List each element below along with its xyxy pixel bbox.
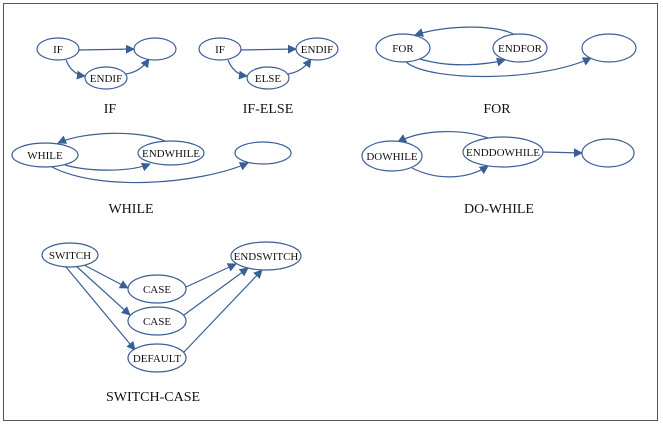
node-label-if_if: IF xyxy=(53,44,63,56)
group-for: FOR ENDFOR FOR xyxy=(375,26,637,117)
edge-if_if-to-if_endif xyxy=(65,59,86,80)
node-for_for xyxy=(375,33,431,63)
group-do-while: DOWHILE ENDDOWHILE DO-WHILE xyxy=(361,131,635,217)
edge-for_for-to-for_endfor xyxy=(419,57,506,67)
caption-while: WHILE xyxy=(108,202,153,217)
node-label-for_for: FOR xyxy=(392,43,414,55)
edge-for_for-to-for_next xyxy=(405,57,592,78)
node-dw_dowhile xyxy=(361,140,423,172)
caption-do-while: DO-WHILE xyxy=(464,202,534,217)
node-label-ie_else: ELSE xyxy=(255,73,282,85)
caption-if: IF xyxy=(104,102,117,117)
caption-switch-case: SWITCH-CASE xyxy=(106,390,200,405)
edge-sw_switch-to-sw_default xyxy=(65,266,136,351)
group-if-else: IF ELSE ENDIF IF-ELSE xyxy=(198,37,339,117)
node-dw_enddowhile xyxy=(462,136,544,168)
node-label-if_endif: ENDIF xyxy=(90,73,122,85)
node-label-ie_if: IF xyxy=(215,44,225,56)
edge-if_endif-to-if_next xyxy=(125,58,150,75)
group-while: WHILE ENDWHILE WHILE xyxy=(11,132,292,217)
edge-wh_while-to-wh_next xyxy=(51,162,249,184)
node-wh_next xyxy=(234,141,292,165)
caption-if-else: IF-ELSE xyxy=(243,102,294,117)
node-if_next xyxy=(133,37,177,61)
group-switch-case: SWITCH CASE CASE DEFAULT ENDSWITCH SWITCH-CAS… xyxy=(41,241,302,405)
edge-dw_enddowhile-to-dw_next xyxy=(542,148,583,158)
group-if: IF ENDIF IF xyxy=(36,37,177,117)
node-label-ie_endif: ENDIF xyxy=(301,44,333,56)
edge-sw_default-to-sw_end xyxy=(183,269,263,353)
edge-sw_case2-to-sw_end xyxy=(183,267,249,316)
node-label-dw_enddowhile: ENDDOWHILE xyxy=(466,147,540,159)
node-sw_case2 xyxy=(127,306,187,336)
edge-dw_dowhile-to-dw_enddowhile xyxy=(411,165,489,178)
node-for_next xyxy=(581,33,637,63)
node-wh_while xyxy=(11,142,79,168)
node-dw_next xyxy=(581,138,635,168)
node-label-sw_case1: CASE xyxy=(143,284,171,296)
node-label-wh_endwhile: ENDWHILE xyxy=(142,148,200,160)
edge-sw_switch-to-sw_case2 xyxy=(75,265,131,316)
caption-for: FOR xyxy=(483,102,511,117)
node-label-sw_end: ENDSWITCH xyxy=(234,251,299,263)
edge-sw_switch-to-sw_case1 xyxy=(83,264,129,289)
node-sw_switch xyxy=(41,242,99,268)
node-for_endfor xyxy=(492,33,548,63)
edge-dw_enddowhile-to-dw_dowhile xyxy=(397,131,489,143)
edge-ie_if-to-ie_else xyxy=(227,59,248,80)
edge-wh_endwhile-to-wh_while xyxy=(57,132,166,144)
diagram-frame xyxy=(3,3,658,421)
node-label-for_endfor: ENDFOR xyxy=(498,43,543,55)
node-sw_case1 xyxy=(127,274,187,304)
node-label-wh_while: WHILE xyxy=(27,150,63,162)
node-if_if xyxy=(36,37,80,61)
edge-ie_else-to-ie_endif xyxy=(287,58,312,75)
node-if_endif xyxy=(84,66,128,90)
node-ie_else xyxy=(246,66,290,90)
node-label-sw_default: DEFAULT xyxy=(133,353,182,365)
node-sw_default xyxy=(127,343,187,373)
node-wh_endwhile xyxy=(137,140,205,166)
edge-for_endfor-to-for_for xyxy=(414,26,516,37)
edge-if_if-to-if_next xyxy=(78,44,135,54)
node-label-dw_dowhile: DOWHILE xyxy=(366,151,418,163)
edge-sw_case1-to-sw_end xyxy=(185,263,237,288)
node-label-sw_switch: SWITCH xyxy=(49,250,91,262)
edge-ie_if-to-ie_endif xyxy=(240,44,297,54)
node-ie_if xyxy=(198,37,242,61)
edge-wh_while-to-wh_endwhile xyxy=(64,162,151,172)
node-label-sw_case2: CASE xyxy=(143,316,171,328)
node-sw_end xyxy=(230,241,302,271)
node-ie_endif xyxy=(295,37,339,61)
